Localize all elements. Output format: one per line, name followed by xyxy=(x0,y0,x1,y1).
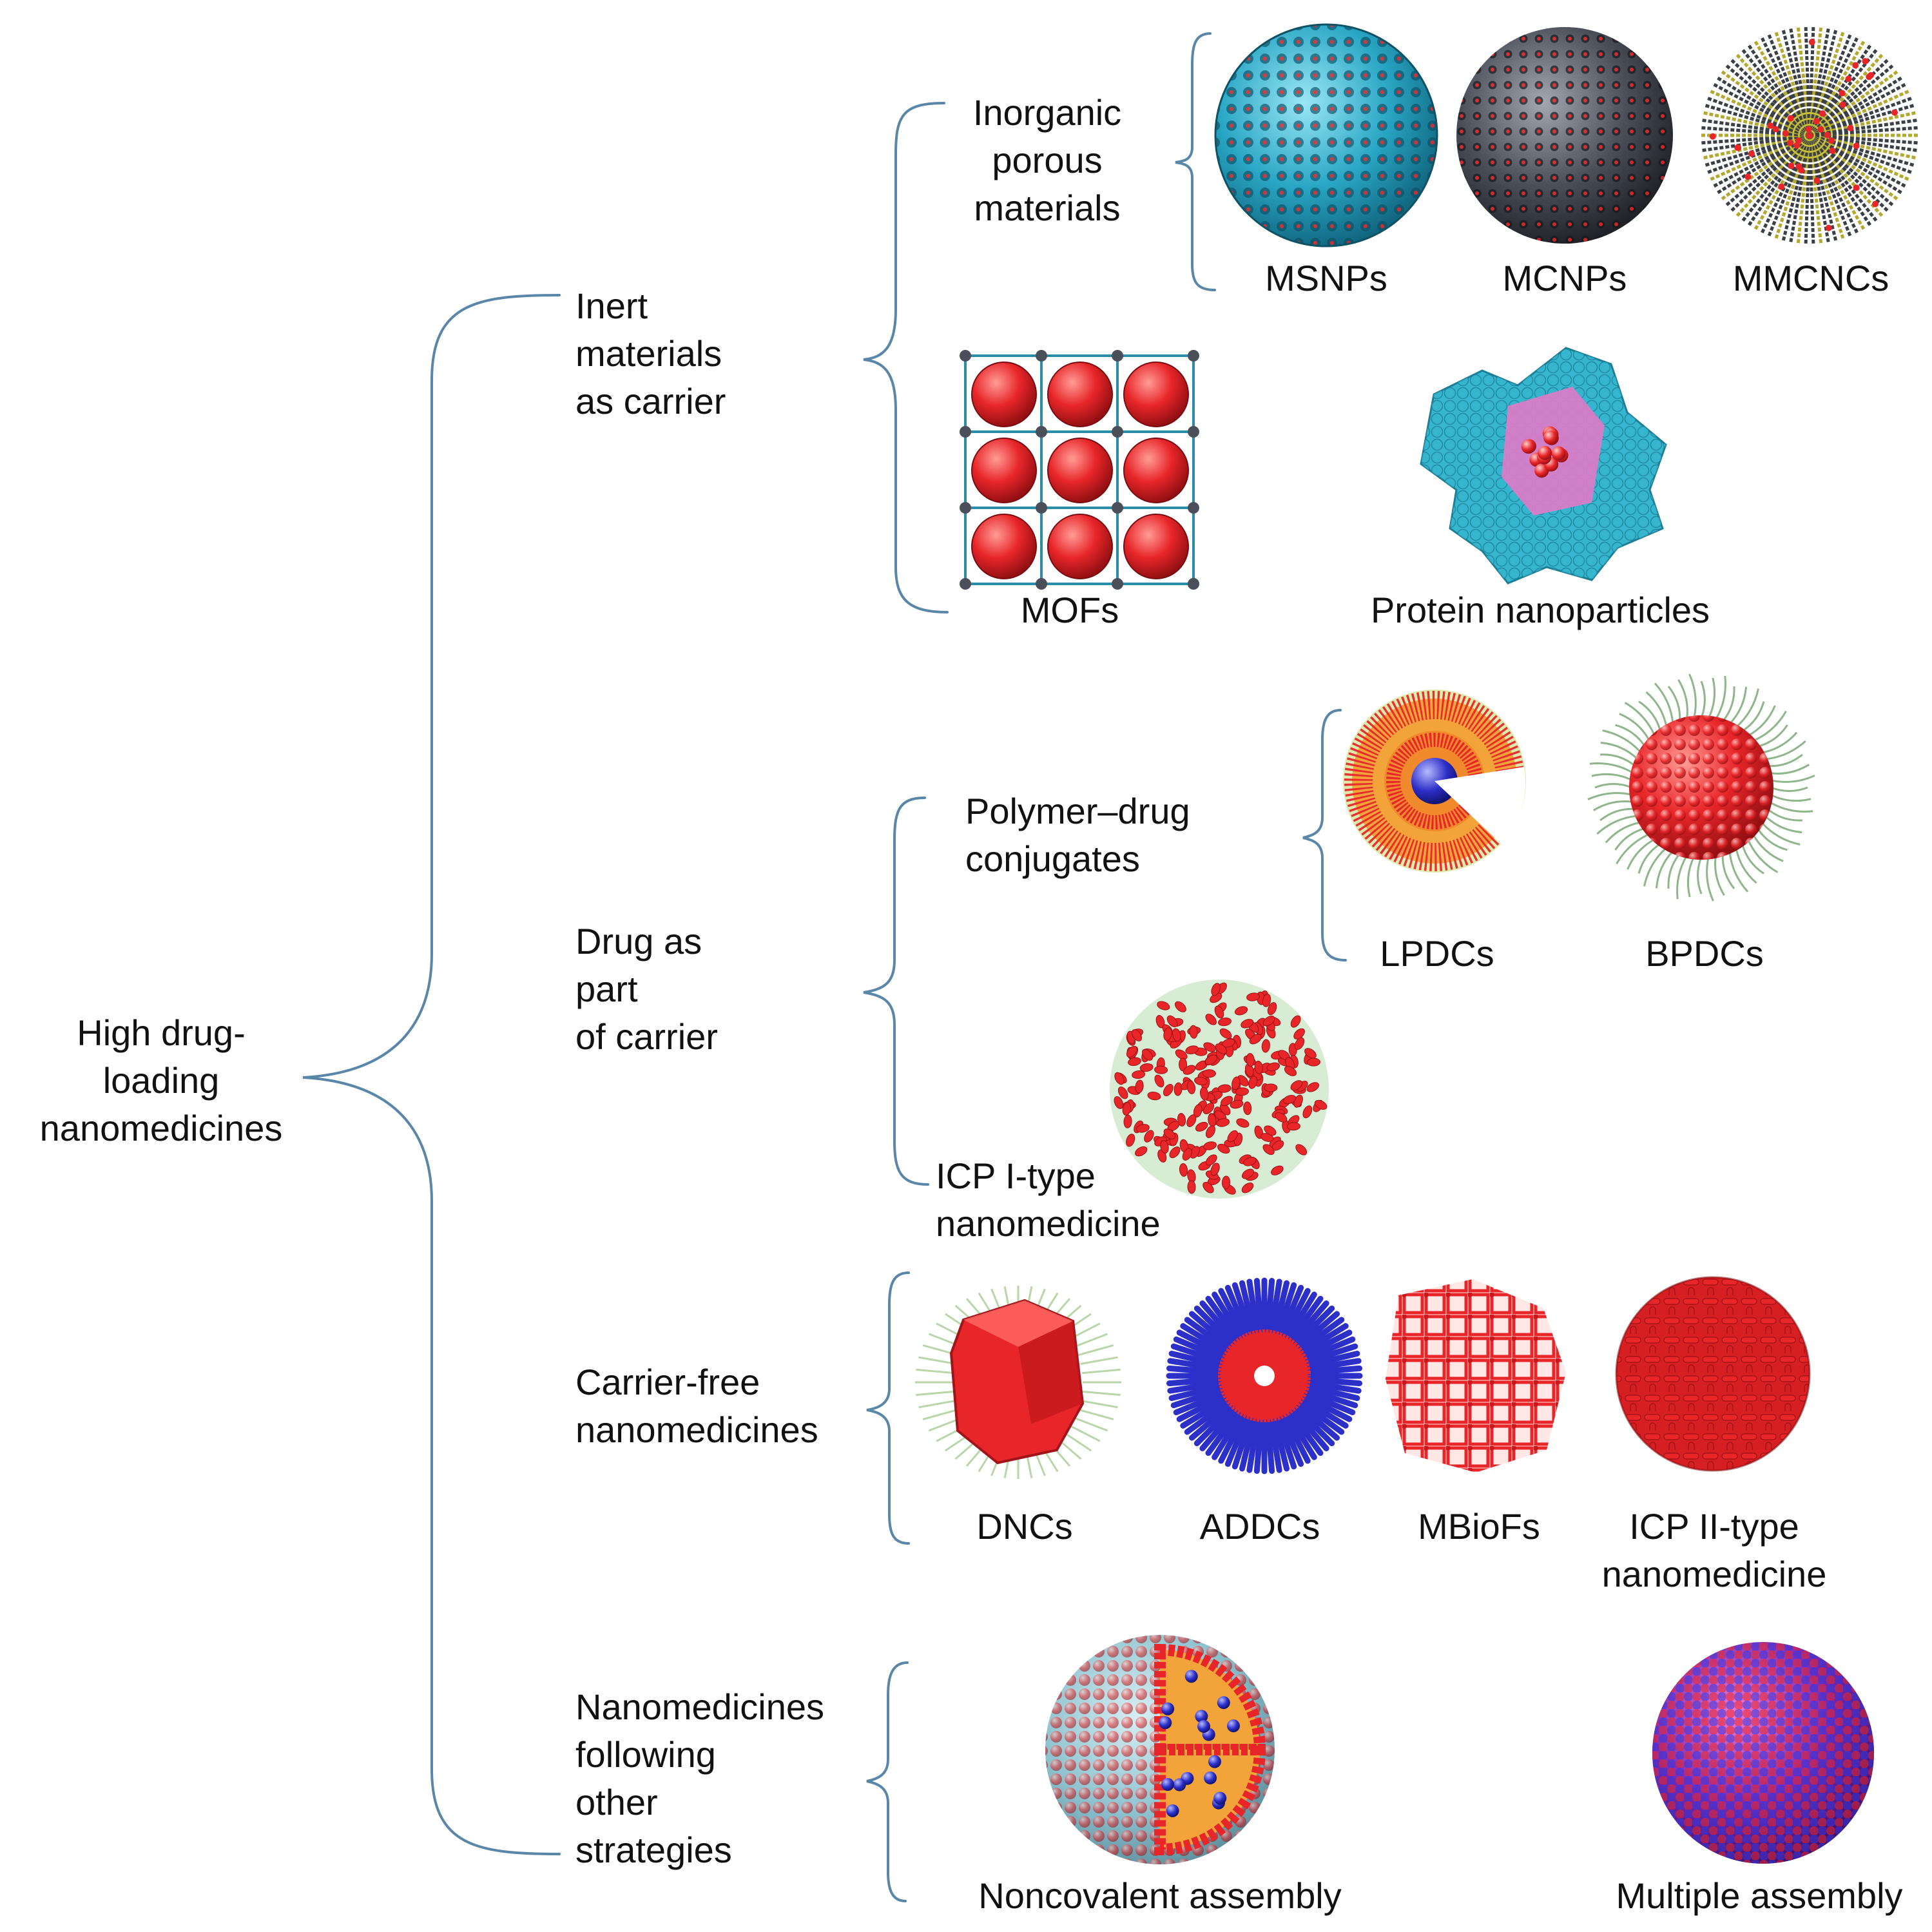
msnps-label: MSNPs xyxy=(1230,255,1423,302)
addcs-illustration xyxy=(1169,1280,1360,1471)
mcnps-illustration xyxy=(1450,19,1682,251)
mofs-label: MOFs xyxy=(973,586,1166,634)
category-drug-part-label: Drug as part of carrier xyxy=(575,918,718,1061)
lpdcs-label: LPDCs xyxy=(1340,930,1534,978)
icp1-label: ICP I-type nanomedicine xyxy=(936,1152,1161,1248)
icp2-label: ICP II-type nanomedicine xyxy=(1598,1503,1830,1598)
root-label: High drug- loading nanomedicines xyxy=(19,1009,303,1152)
icp2-illustration xyxy=(1611,1273,1817,1479)
noncovalent-assembly-label: Noncovalent assembly xyxy=(954,1872,1366,1920)
bpdcs-illustration xyxy=(1588,674,1815,901)
mofs-illustration xyxy=(960,350,1199,590)
noncovalent-assembly-illustration xyxy=(1044,1634,1276,1866)
mcnps-label: MCNPs xyxy=(1468,255,1661,302)
lpdcs-illustration xyxy=(1343,690,1526,873)
subcategory-polymer-drug-label: Polymer–drug conjugates xyxy=(965,787,1190,883)
subcategory-inorganic-label: Inorganic porous materials xyxy=(928,89,1166,232)
multiple-assembly-label: Multiple assembly xyxy=(1592,1872,1927,1920)
addcs-label: ADDCs xyxy=(1163,1503,1357,1550)
category-other-label: Nanomedicines following other strategies xyxy=(575,1683,824,1874)
mbiofs-illustration xyxy=(1386,1279,1566,1473)
mmcncs-label: MMCNCs xyxy=(1708,255,1914,302)
category-carrier-free-label: Carrier-free nanomedicines xyxy=(575,1358,818,1454)
dncs-label: DNCs xyxy=(928,1503,1121,1550)
mmcncs-illustration xyxy=(1701,27,1918,244)
mbiofs-label: MBioFs xyxy=(1382,1503,1576,1550)
dncs-illustration xyxy=(915,1286,1121,1479)
protein-nanoparticles-label: Protein nanoparticles xyxy=(1328,586,1753,634)
category-inert-label: Inert materials as carrier xyxy=(575,282,726,425)
multiple-assembly-illustration xyxy=(1650,1640,1877,1867)
msnps-illustration xyxy=(1212,19,1444,251)
protein-nanoparticles-illustration xyxy=(1421,348,1666,583)
bpdcs-label: BPDCs xyxy=(1608,930,1801,978)
